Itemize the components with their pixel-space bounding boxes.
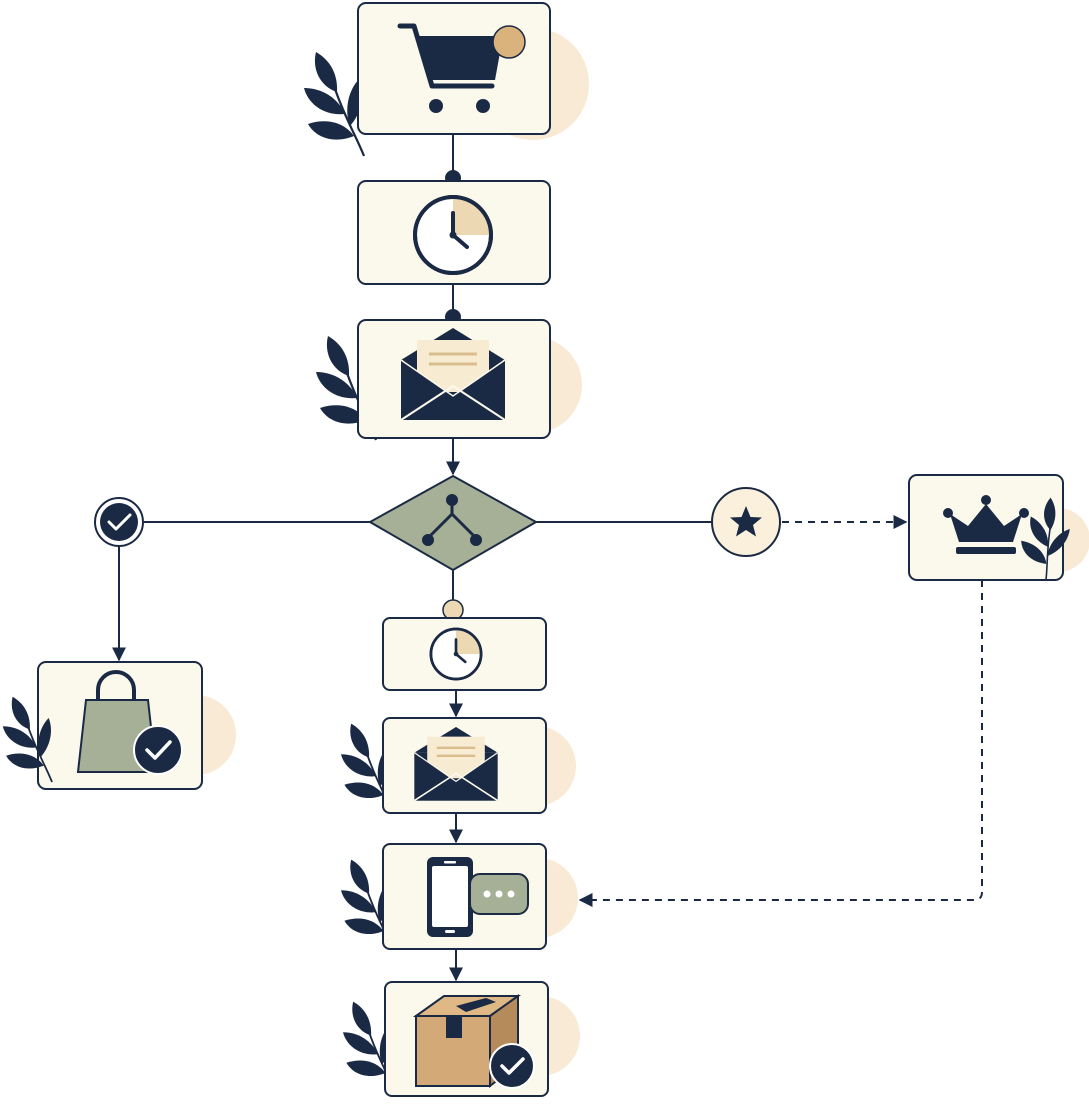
edges-layer [112,133,983,982]
shopping-cart-icon [397,23,526,113]
node-bag[interactable] [1,661,236,790]
clock-icon [413,195,493,275]
crown-icon [943,495,1029,554]
node-crown[interactable] [908,474,1089,581]
node-email-2[interactable] [340,717,576,814]
node-box[interactable] [342,981,580,1097]
node-split[interactable] [367,474,539,572]
node-vip[interactable] [711,487,781,557]
node-cart[interactable] [302,2,589,158]
clock-icon [429,627,483,681]
node-wait-1[interactable] [357,180,551,285]
package-check-icon [412,994,535,1089]
node-purchased[interactable] [94,497,144,547]
node-sms[interactable] [340,843,578,950]
phone-chat-icon [427,857,529,937]
node-email-1[interactable] [314,319,582,442]
node-wait-2[interactable] [382,617,547,691]
shopping-bag-check-icon [76,670,183,775]
edge-crown-to-sms [578,580,983,907]
branch-icon [422,494,482,546]
decision-diamond [367,474,539,572]
leaf-sprig-icon [302,50,366,158]
